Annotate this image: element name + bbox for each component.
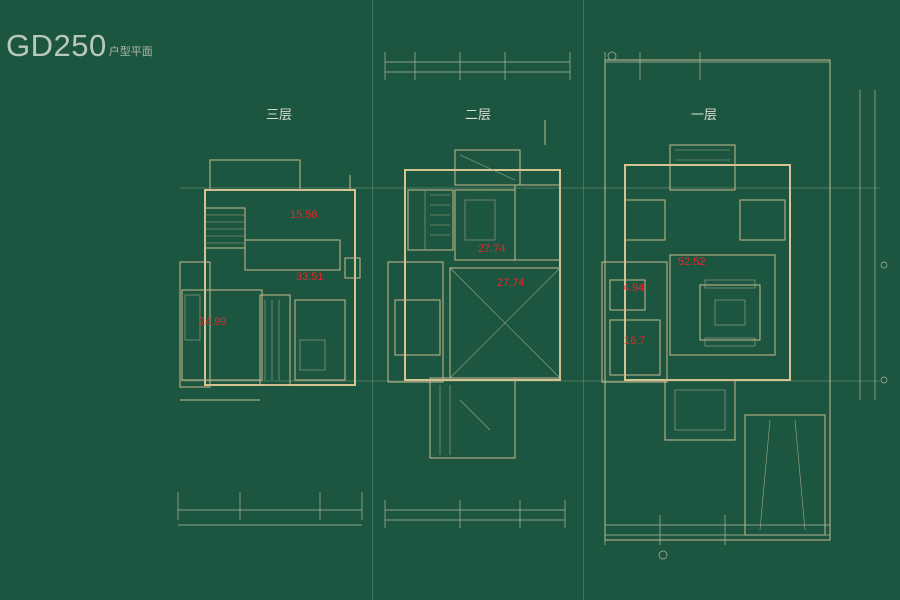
plan-title-sub: 户型平面 [108,45,153,58]
area-label: 24.99 [199,316,227,328]
area-label: 16.7 [624,335,646,347]
area-label: 33.51 [296,271,324,283]
panel-divider-left [372,0,373,600]
second-floor-plan [384,52,571,528]
floor-label-1f: 一层 [691,108,718,123]
area-label: 15.58 [290,209,318,221]
plan-title: GD250 户型平面 [6,30,153,61]
first-floor-plan [601,51,888,560]
area-label: 27.74 [478,243,506,255]
plan-title-main: GD250 [6,28,107,63]
area-label: 27.74 [497,277,525,289]
floor-label-2f: 二层 [465,108,492,123]
third-floor-plan [177,159,363,526]
floor-label-3f: 三层 [266,108,293,123]
area-label: 52.52 [678,256,706,268]
area-label: 4.94 [623,282,645,294]
panel-divider-right [583,0,584,600]
